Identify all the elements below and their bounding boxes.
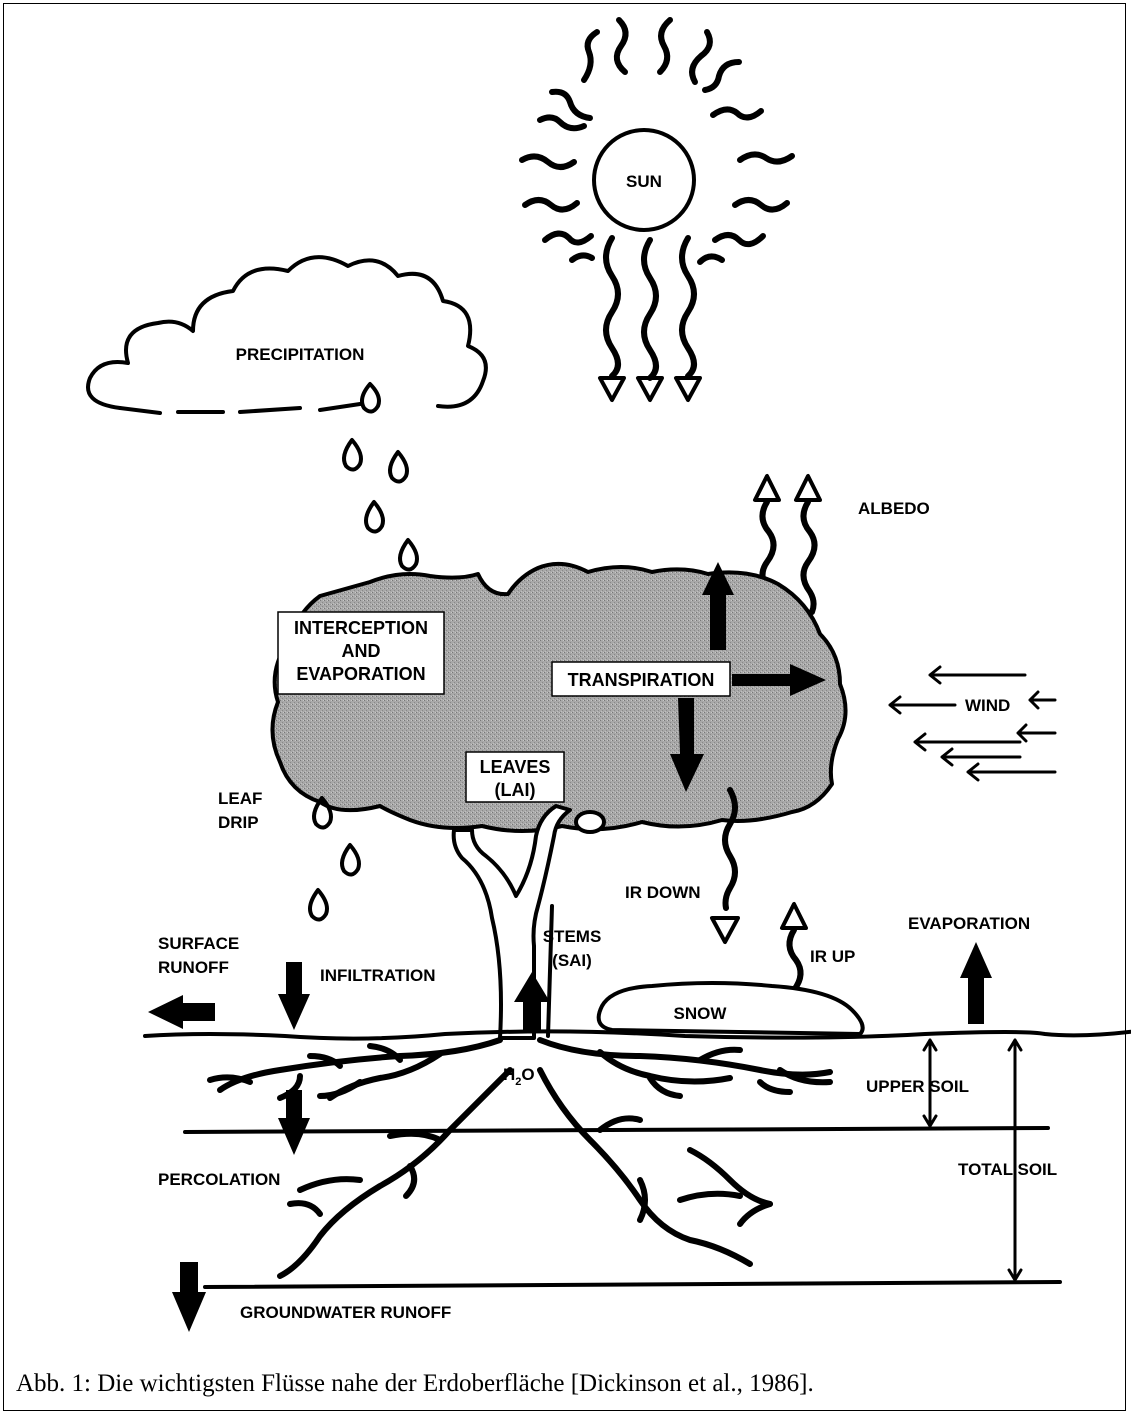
rain-drops — [344, 384, 417, 570]
figure-caption: Abb. 1: Die wichtigsten Flüsse nahe der … — [16, 1370, 814, 1398]
evaporation-label: EVAPORATION — [908, 914, 1030, 933]
albedo-label: ALBEDO — [858, 499, 930, 518]
groundwater-runoff: GROUNDWATER RUNOFF — [172, 1262, 451, 1332]
tree-trunk — [454, 806, 604, 1038]
leaves-box: LEAVES (LAI) — [466, 752, 564, 802]
h2o-label: H2O — [503, 1065, 535, 1088]
surface-runoff-line-1: SURFACE — [158, 934, 239, 953]
infiltration: INFILTRATION — [278, 962, 436, 1030]
h2o-o: O — [521, 1065, 534, 1084]
interception-line-2: AND — [342, 641, 381, 661]
percolation: PERCOLATION — [158, 1090, 310, 1189]
leaves-line-1: LEAVES — [480, 757, 551, 777]
wind-arrows: WIND — [890, 667, 1055, 780]
stems-line-2: (SAI) — [552, 951, 592, 970]
snow: SNOW — [599, 983, 863, 1034]
leaves-line-2: (LAI) — [495, 780, 536, 800]
wind-label: WIND — [965, 696, 1010, 715]
cloud: PRECIPITATION — [88, 257, 486, 569]
upper-soil-label: UPPER SOIL — [866, 1077, 969, 1096]
soil-layers: UPPER SOIL TOTAL SOIL — [185, 1040, 1060, 1287]
ir-up-label: IR UP — [810, 947, 855, 966]
snow-label: SNOW — [674, 1004, 728, 1023]
upper-soil-boundary — [185, 1128, 1048, 1132]
surface-runoff: SURFACE RUNOFF — [148, 934, 239, 1029]
interception-line-1: INTERCEPTION — [294, 618, 428, 638]
leaf-drip-line-2: DRIP — [218, 813, 259, 832]
precipitation-label: PRECIPITATION — [236, 345, 365, 364]
transpiration-label: TRANSPIRATION — [568, 670, 715, 690]
sun-label: SUN — [626, 172, 662, 191]
surface-runoff-line-2: RUNOFF — [158, 958, 229, 977]
sun-rays — [522, 20, 792, 400]
percolation-label: PERCOLATION — [158, 1170, 280, 1189]
stems-line-1: STEMS — [543, 927, 602, 946]
total-soil-label: TOTAL SOIL — [958, 1160, 1057, 1179]
evaporation: EVAPORATION — [908, 914, 1030, 1024]
total-soil-boundary — [205, 1282, 1060, 1287]
ir-down-label: IR DOWN — [625, 883, 701, 902]
interception-line-3: EVAPORATION — [296, 664, 425, 684]
leaf-drip-line-1: LEAF — [218, 789, 262, 808]
h2o-h: H — [503, 1065, 515, 1084]
groundwater-runoff-label: GROUNDWATER RUNOFF — [240, 1303, 451, 1322]
interception-box: INTERCEPTION AND EVAPORATION — [278, 612, 444, 694]
infiltration-label: INFILTRATION — [320, 966, 436, 985]
sun: SUN — [522, 20, 792, 400]
